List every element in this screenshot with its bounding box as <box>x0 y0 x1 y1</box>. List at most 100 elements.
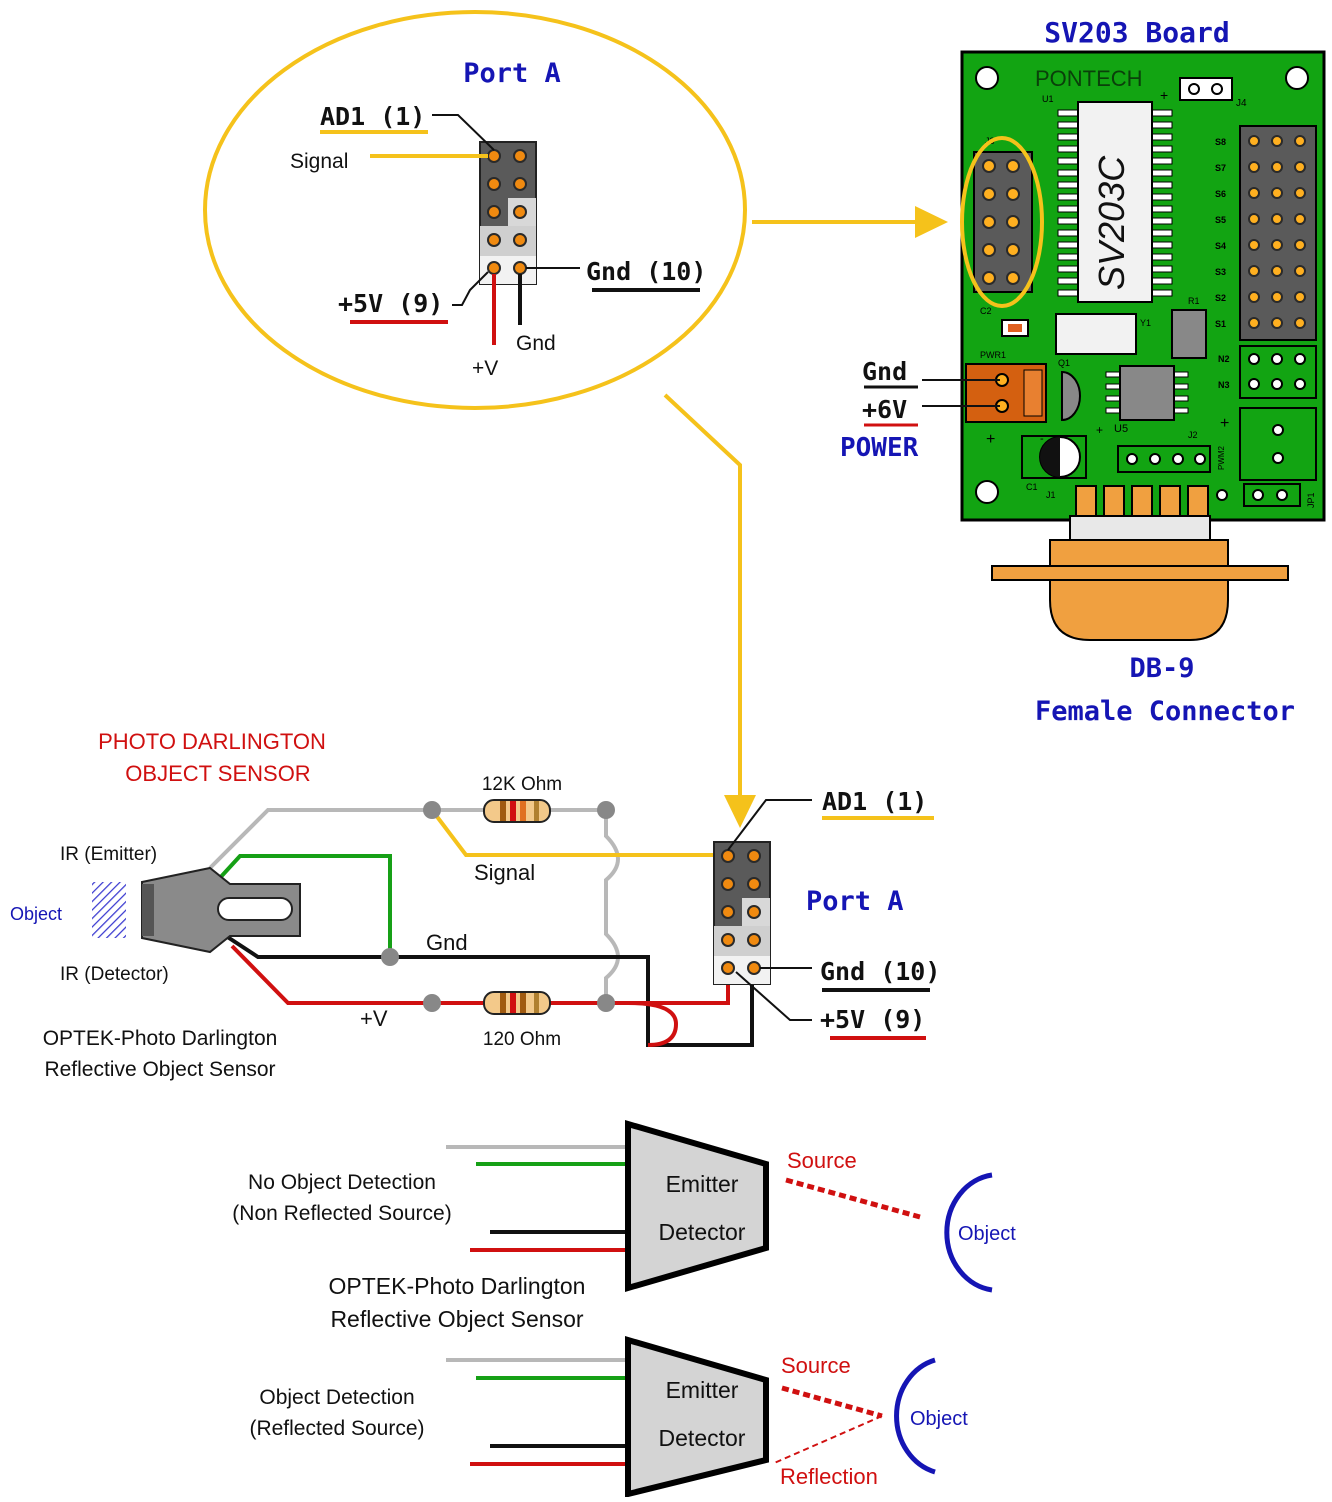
db9-label-line1: DB-9 <box>1129 653 1194 684</box>
label-n3: N3 <box>1218 380 1230 390</box>
label-c1: C1 <box>1026 482 1038 492</box>
label-s4: S4 <box>1215 241 1226 251</box>
zoom-5v-label: +5V (9) <box>338 289 443 318</box>
label-r1: R1 <box>1188 296 1200 306</box>
power-gnd-label: Gnd <box>862 357 907 386</box>
mount-hole-tr <box>1285 66 1309 90</box>
label-u1: U1 <box>1042 94 1054 104</box>
zoom-gnd-wire-label: Gnd <box>516 332 556 355</box>
label-plus-top: + <box>1160 87 1168 103</box>
j3-header <box>973 151 1033 293</box>
ir-detector-label: IR (Detector) <box>60 964 169 985</box>
sensor-block-top <box>625 1120 769 1292</box>
y1-crystal <box>1055 313 1137 355</box>
sensor-caption-line2: Reflective Object Sensor <box>44 1058 275 1081</box>
zoom-gnd10-label: Gnd (10) <box>586 257 706 286</box>
label-n2: N2 <box>1218 354 1230 364</box>
j1-pins <box>1075 485 1209 517</box>
no-object-detection: Emitter Detector No Object Detection (No… <box>232 1120 1016 1332</box>
zoom-v-wire-label: +V <box>472 357 498 380</box>
label-s5: S5 <box>1215 215 1226 225</box>
mount-hole-bl <box>975 480 999 504</box>
arrow-to-port <box>724 795 756 828</box>
bottom-source-ray <box>781 1385 883 1419</box>
sensor-block-bottom <box>625 1336 769 1498</box>
port-a-label: Port A <box>806 886 904 917</box>
label-u5-plus: + <box>1096 423 1103 437</box>
bottom-reflection-ray <box>771 1415 883 1465</box>
db9-connector: DB-9 Female Connector <box>991 515 1295 727</box>
circuit-signal-label: Signal <box>474 860 535 885</box>
label-jp1: JP1 <box>1306 492 1316 508</box>
chip-body <box>1077 101 1153 303</box>
bottom-object-arc <box>894 1357 936 1475</box>
top-detector-label: Detector <box>659 1219 746 1245</box>
label-s2: S2 <box>1215 293 1226 303</box>
port-gnd10-label: Gnd (10) <box>820 957 940 986</box>
sv203-board: SV203 Board PONTECH U1 J4 + <box>960 16 1326 522</box>
bottom-detector-label: Detector <box>659 1425 746 1451</box>
arrow-to-board <box>915 206 948 238</box>
zoom-ad1-label: AD1 (1) <box>320 102 425 131</box>
sensor-slot <box>217 897 293 921</box>
circuit-gnd-label: Gnd <box>426 930 468 955</box>
r1-component <box>1171 309 1207 359</box>
reflection-label: Reflection <box>780 1464 878 1489</box>
resistor-120-label: 120 Ohm <box>483 1029 561 1050</box>
grey-jumper <box>604 810 620 1003</box>
bottom-emitter-label: Emitter <box>666 1377 739 1403</box>
bottom-source-label: Source <box>781 1353 851 1378</box>
u5-chip <box>1105 365 1189 421</box>
power-title: POWER <box>840 433 919 463</box>
no-object-line2: (Non Reflected Source) <box>232 1202 451 1225</box>
port-ad1-label: AD1 (1) <box>822 787 927 816</box>
zoom-header-pins <box>487 149 527 275</box>
zoom-ellipse <box>203 10 747 410</box>
label-j4: J4 <box>1236 98 1247 109</box>
mount-hole-tl <box>975 66 999 90</box>
bottom-object-label: Object <box>910 1408 968 1430</box>
port-5v-label: +5V (9) <box>820 1005 925 1034</box>
db9-label-line2: Female Connector <box>1035 696 1295 727</box>
power-labels: Gnd +6V POWER <box>840 357 1000 463</box>
ir-emitter-label: IR (Emitter) <box>60 844 157 865</box>
object-hatch <box>92 882 126 938</box>
n2-n3-headers <box>1239 345 1317 399</box>
node-v-right <box>597 994 615 1012</box>
j4-header <box>1179 77 1233 101</box>
top-object-label: Object <box>958 1223 1016 1245</box>
label-c1-minus: - <box>1040 433 1044 445</box>
zoom-port-title: Port A <box>463 58 561 89</box>
label-pwr1: PWR1 <box>980 350 1006 360</box>
j3-highlight <box>960 136 1044 308</box>
green-wire <box>216 854 392 957</box>
signal-wire <box>430 808 728 857</box>
callout-arrows <box>663 206 948 828</box>
q1-transistor <box>1061 370 1081 422</box>
zoom-signal-label: Signal <box>290 150 348 173</box>
label-s1: S1 <box>1215 319 1226 329</box>
power-6v-label: +6V <box>862 395 907 424</box>
label-j1: J1 <box>1046 490 1056 500</box>
label-term-plus: + <box>1220 415 1229 432</box>
label-s3: S3 <box>1215 267 1226 277</box>
circuit-v-label: +V <box>360 1006 388 1031</box>
top-source-ray <box>785 1177 921 1220</box>
top-emitter-label: Emitter <box>666 1171 739 1197</box>
label-c2: C2 <box>980 306 992 316</box>
label-pwr-plus: + <box>986 431 995 448</box>
object-line1: Object Detection <box>259 1386 414 1409</box>
resistor-12k <box>483 799 551 823</box>
label-pwm2: PWM2 <box>1217 445 1226 470</box>
label-j2: J2 <box>1188 430 1198 440</box>
detect-sensor-line1: OPTEK-Photo Darlington <box>329 1273 586 1299</box>
object-line2: (Reflected Source) <box>249 1417 424 1440</box>
no-object-line1: No Object Detection <box>248 1171 436 1194</box>
node-signal-left <box>423 801 441 819</box>
label-s7: S7 <box>1215 163 1226 173</box>
label-s6: S6 <box>1215 189 1226 199</box>
circuit-title-line2: OBJECT SENSOR <box>125 761 310 786</box>
label-y1: Y1 <box>1140 318 1151 328</box>
circuit-title-line1: PHOTO DARLINGTON <box>98 729 326 754</box>
